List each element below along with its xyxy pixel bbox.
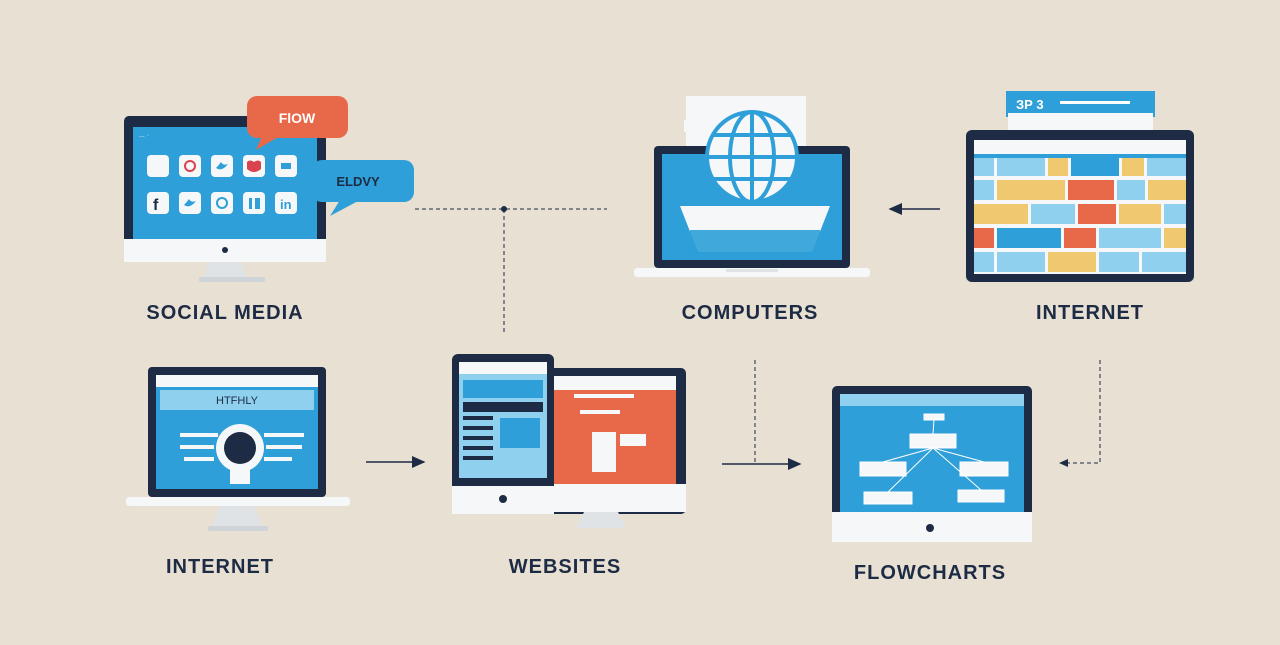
social-media-monitor: ... · f in xyxy=(124,96,414,282)
svg-text:in: in xyxy=(280,197,292,212)
internet-grid-cells xyxy=(974,158,1186,272)
internet-top-device: ЗР 3 xyxy=(966,91,1194,282)
label-websites: WEBSITES xyxy=(508,556,622,578)
dashed-connector-internet-to-flowcharts xyxy=(1059,360,1101,467)
label-internet-bottom: INTERNET xyxy=(166,556,274,578)
label-flowcharts: FLOWCHARTS xyxy=(853,562,1007,584)
connector-junction-dot xyxy=(501,206,507,212)
internet-screen-title: HTFHLY xyxy=(216,395,259,407)
speech-bubble-bottom: ELDVY xyxy=(312,160,414,216)
facebook-icon xyxy=(147,192,169,214)
label-internet-top: INTERNET xyxy=(1036,302,1144,324)
linkedin-icon xyxy=(275,192,297,214)
globe-icon xyxy=(705,110,799,204)
bubble-bottom-text: ELDVY xyxy=(336,174,380,189)
computers-laptop xyxy=(634,96,870,277)
connectors xyxy=(366,203,1101,470)
social-screen-text: ... · xyxy=(139,132,149,139)
internet-bottom-laptop: HTFHLY xyxy=(126,367,350,531)
svg-text:f: f xyxy=(153,197,159,214)
internet-banner-text: ЗР 3 xyxy=(1016,97,1044,112)
label-computers: COMPUTERS xyxy=(681,302,819,324)
websites-devices xyxy=(452,354,686,528)
flowchart-mini-diagram xyxy=(859,413,1009,505)
speech-bubble-top: FlOW xyxy=(247,96,348,150)
label-social-media: SOCIAL MEDIA xyxy=(146,302,304,324)
bubble-top-text: FlOW xyxy=(279,110,316,126)
flowcharts-monitor xyxy=(832,386,1032,542)
social-icon-grid: f in xyxy=(147,155,297,214)
instagram-icon xyxy=(179,155,201,177)
